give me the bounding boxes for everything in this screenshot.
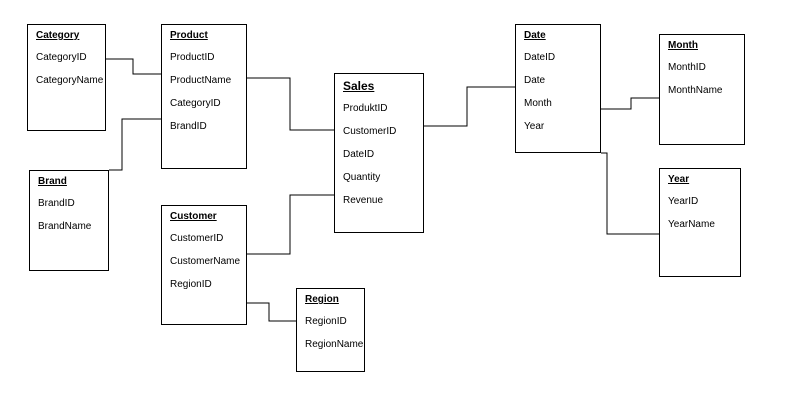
field-monthid: MonthID bbox=[668, 62, 706, 73]
entity-fields-product: ProductID ProductName CategoryID BrandID bbox=[170, 51, 246, 133]
entity-fields-customer: CustomerID CustomerName RegionID bbox=[170, 232, 246, 291]
field-dateid: DateID bbox=[524, 52, 556, 63]
connector-sales-date bbox=[424, 86, 515, 127]
connector-category-product bbox=[106, 58, 161, 75]
entity-fields-brand: BrandID BrandName bbox=[38, 197, 108, 233]
entity-date[interactable]: Date DateID Date Month Year bbox=[515, 24, 601, 153]
field-categoryid: CategoryID bbox=[170, 98, 221, 109]
entity-title-date: Date bbox=[524, 30, 546, 41]
field-regionid: RegionID bbox=[305, 316, 347, 327]
entity-title-month: Month bbox=[668, 40, 698, 51]
field-produktid: ProduktID bbox=[343, 103, 388, 114]
entity-product[interactable]: Product ProductID ProductName CategoryID… bbox=[161, 24, 247, 169]
connector-date-year bbox=[601, 152, 659, 235]
entity-brand[interactable]: Brand BrandID BrandName bbox=[29, 170, 109, 271]
field-categoryid: CategoryID bbox=[36, 52, 87, 63]
entity-fields-sales: ProduktID CustomerID DateID Quantity Rev… bbox=[343, 102, 423, 207]
field-categoryname: CategoryName bbox=[36, 75, 104, 86]
entity-title-category: Category bbox=[36, 30, 80, 41]
field-customerid: CustomerID bbox=[343, 126, 397, 137]
entity-title-year: Year bbox=[668, 174, 690, 185]
field-year: Year bbox=[524, 121, 545, 132]
field-dateid: DateID bbox=[343, 149, 375, 160]
entity-customer[interactable]: Customer CustomerID CustomerName RegionI… bbox=[161, 205, 247, 325]
field-date: Date bbox=[524, 75, 546, 86]
entity-fields-category: CategoryID CategoryName bbox=[36, 51, 105, 87]
field-regionid: RegionID bbox=[170, 279, 212, 290]
field-brandid: BrandID bbox=[170, 121, 207, 132]
connector-customer-sales bbox=[247, 194, 334, 255]
field-customerid: CustomerID bbox=[170, 233, 224, 244]
entity-title-product: Product bbox=[170, 30, 208, 41]
connector-brand-product bbox=[109, 118, 161, 171]
entity-fields-month: MonthID MonthName bbox=[668, 61, 744, 97]
field-quantity: Quantity bbox=[343, 172, 381, 183]
connector-product-sales bbox=[247, 77, 334, 131]
connector-customer-region bbox=[247, 302, 296, 322]
field-customername: CustomerName bbox=[170, 256, 241, 267]
entity-sales[interactable]: Sales ProduktID CustomerID DateID Quanti… bbox=[334, 73, 424, 233]
entity-region[interactable]: Region RegionID RegionName bbox=[296, 288, 365, 372]
entity-title-region: Region bbox=[305, 294, 339, 305]
entity-title-brand: Brand bbox=[38, 176, 67, 187]
field-brandname: BrandName bbox=[38, 221, 92, 232]
field-revenue: Revenue bbox=[343, 195, 384, 206]
field-yearname: YearName bbox=[668, 219, 715, 230]
field-brandid: BrandID bbox=[38, 198, 75, 209]
field-monthname: MonthName bbox=[668, 85, 723, 96]
entity-title-customer: Customer bbox=[170, 211, 217, 222]
field-yearid: YearID bbox=[668, 196, 699, 207]
field-productname: ProductName bbox=[170, 75, 232, 86]
entity-year[interactable]: Year YearID YearName bbox=[659, 168, 741, 277]
field-productid: ProductID bbox=[170, 52, 215, 63]
entity-category[interactable]: Category CategoryID CategoryName bbox=[27, 24, 106, 131]
entity-title-sales: Sales bbox=[343, 79, 375, 93]
entity-fields-date: DateID Date Month Year bbox=[524, 51, 600, 133]
entity-month[interactable]: Month MonthID MonthName bbox=[659, 34, 745, 145]
field-month: Month bbox=[524, 98, 552, 109]
entity-fields-region: RegionID RegionName bbox=[305, 315, 364, 351]
field-regionname: RegionName bbox=[305, 339, 364, 350]
connector-date-month bbox=[601, 97, 659, 110]
entity-fields-year: YearID YearName bbox=[668, 195, 740, 231]
